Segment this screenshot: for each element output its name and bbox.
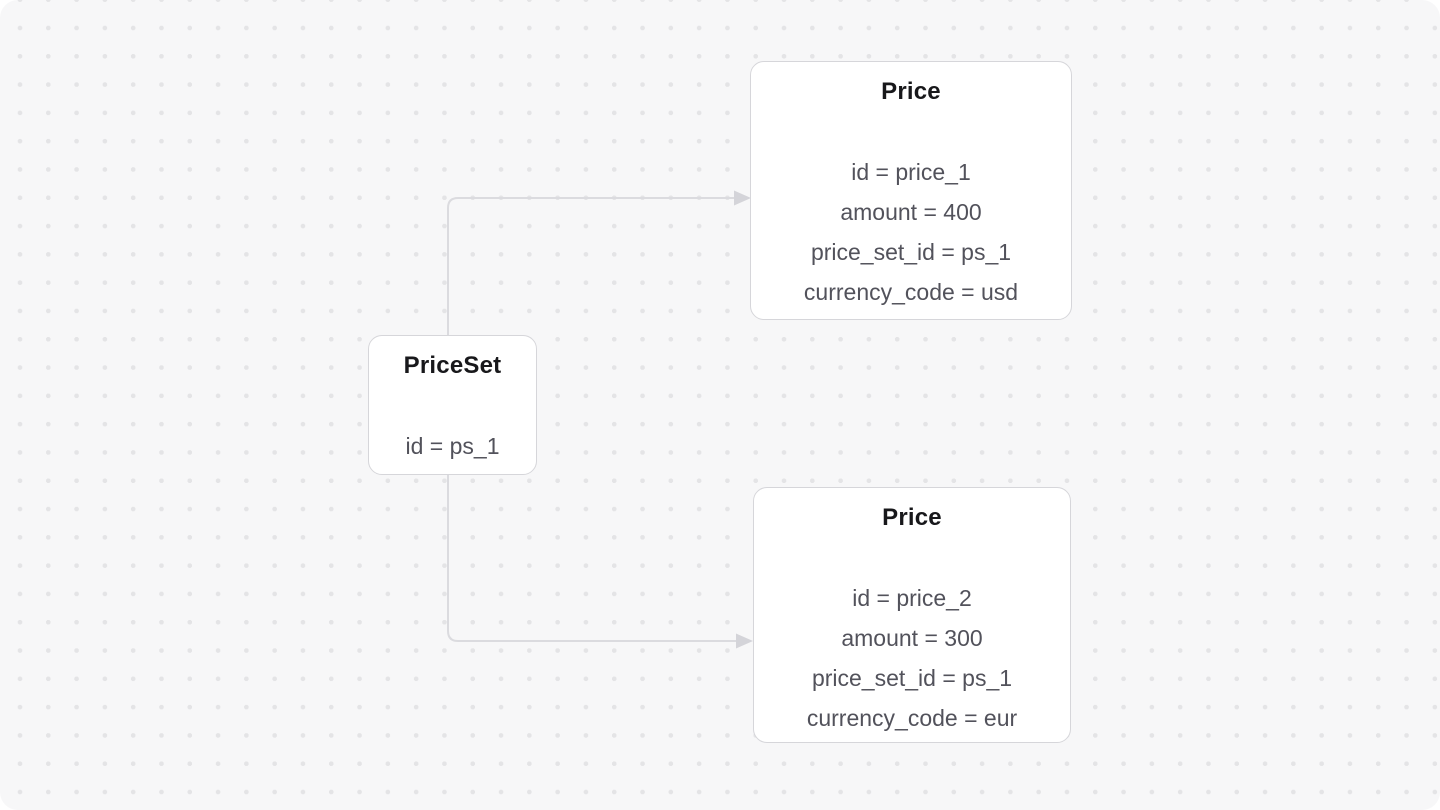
entity-attribute: price_set_id = ps_1 — [810, 239, 1012, 265]
entity-title: PriceSet — [403, 352, 502, 379]
arrowhead-icon — [736, 633, 753, 649]
entity-attributes: id = ps_1 — [369, 426, 536, 466]
entity-node-price2: Price id = price_2 amount = 300 price_se… — [753, 487, 1071, 743]
entity-attribute: currency_code = eur — [806, 705, 1018, 731]
entity-attribute: id = ps_1 — [405, 433, 500, 459]
connector-priceset-to-price1 — [447, 190, 751, 400]
connector-priceset-to-price2 — [447, 420, 753, 649]
entity-attributes: id = price_1 amount = 400 price_set_id =… — [751, 152, 1071, 312]
entity-title: Price — [881, 78, 941, 105]
entity-attributes: id = price_2 amount = 300 price_set_id =… — [754, 578, 1070, 738]
entity-attribute: id = price_2 — [852, 585, 972, 611]
entity-attribute: id = price_1 — [851, 159, 971, 185]
arrowhead-icon — [734, 190, 751, 206]
entity-attribute: currency_code = usd — [803, 279, 1019, 305]
entity-attribute: amount = 400 — [840, 199, 982, 225]
entity-attribute: amount = 300 — [841, 625, 983, 651]
entity-attribute: price_set_id = ps_1 — [811, 665, 1013, 691]
entity-node-price1: Price id = price_1 amount = 400 price_se… — [750, 61, 1072, 320]
entity-node-priceset: PriceSet id = ps_1 — [368, 335, 537, 475]
entity-title: Price — [882, 504, 942, 531]
